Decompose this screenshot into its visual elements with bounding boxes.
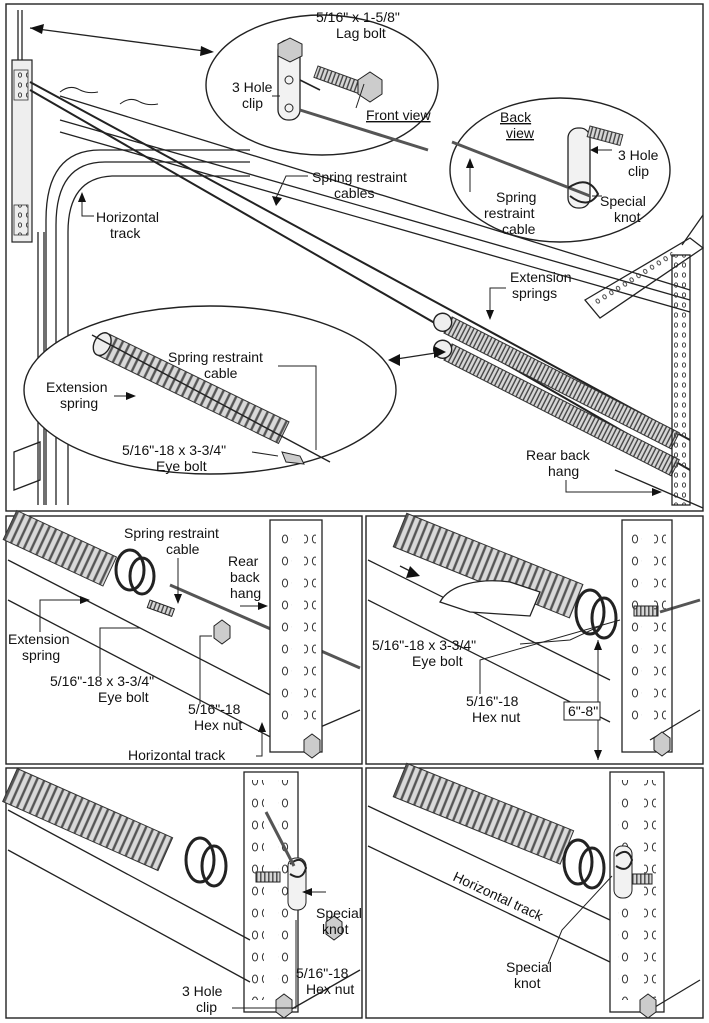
a-cable-label-1: Spring restraint [124, 525, 219, 541]
horizontal-track-label-2: track [110, 225, 141, 241]
inset-eye-bolt-label-2: Eye bolt [156, 458, 207, 474]
back-cable-label-2: restraint [484, 205, 535, 221]
front-clip-label-1: 3 Hole [232, 79, 273, 95]
back-view-inset: Back view 3 Hole clip Spring restraint c… [449, 97, 671, 243]
panel-c-frame [5, 767, 363, 1019]
b-eye-label-1: 5/16"-18 x 3-3/4" [372, 637, 476, 653]
back-cable-label-1: Spring [496, 189, 536, 205]
b-nut-label-2: Hex nut [472, 709, 520, 725]
a-nut-label-1: 5/16"-18 [188, 701, 241, 717]
front-clip-label-2: clip [242, 95, 263, 111]
inset-eye-bolt-label-1: 5/16"-18 x 3-3/4" [122, 442, 226, 458]
panel-d: Horizontal track Special knot [365, 762, 704, 1019]
b-eye-label-2: Eye bolt [412, 653, 463, 669]
c-nut-label-2: Hex nut [306, 981, 354, 997]
d-knot-label-2: knot [514, 975, 541, 991]
back-view-label-1: Back [500, 109, 532, 125]
c-clip-label-2: clip [196, 999, 217, 1015]
back-clip-label-2: clip [628, 163, 649, 179]
pointer-arrow-top [29, 24, 214, 56]
back-cable-label-3: cable [502, 221, 536, 237]
b-dimension-label: 6"-8" [568, 703, 598, 719]
back-view-label-2: view [506, 125, 535, 141]
c-knot-label-2: knot [322, 921, 349, 937]
rear-angle-d [609, 771, 665, 1013]
extension-springs [432, 312, 680, 477]
panel-a-frame [5, 515, 363, 765]
top-panel: 5/16" x 1-5/8" Lag bolt 3 Hole clip Fron… [5, 3, 705, 512]
a-nut-label-2: Hex nut [194, 717, 242, 733]
special-knot-d [615, 850, 634, 870]
inset-spring-label-2: spring [60, 395, 98, 411]
d-track-label: Horizontal track [451, 868, 547, 924]
three-hole-clip-d [613, 845, 633, 899]
d-knot-label-1: Special [506, 959, 552, 975]
a-eye-label-1: 5/16"-18 x 3-3/4" [50, 673, 154, 689]
top-panel-frame [5, 3, 704, 512]
pointer-arrow-inset [388, 346, 446, 366]
c-clip-label-1: 3 Hole [182, 983, 223, 999]
horizontal-track [45, 95, 691, 505]
rear-hang-label-1: Rear back [526, 447, 591, 463]
lag-bolt-head [277, 37, 303, 63]
rear-angle-b [621, 519, 673, 753]
rear-back-hang [584, 214, 705, 509]
a-spring-label-2: spring [22, 647, 60, 663]
eye-bolt-a [146, 599, 176, 618]
panel-c: Special knot 5/16"-18 Hex nut 3 Hole cli… [2, 767, 363, 1019]
a-rear-label-1: Rear [228, 553, 259, 569]
hand-icon-b [439, 580, 541, 617]
restraint-cables [29, 81, 691, 471]
hand-icon [59, 86, 159, 106]
back-knot-label-1: Special [600, 193, 646, 209]
a-rear-label-2: back [230, 569, 261, 585]
lag-bolt-label-1: 5/16" x 1-5/8" [316, 9, 400, 25]
hex-nut-c [325, 915, 343, 941]
back-knot-label-2: knot [614, 209, 641, 225]
front-view-inset: 5/16" x 1-5/8" Lag bolt 3 Hole clip Fron… [205, 9, 439, 156]
panel-b-frame [365, 515, 704, 765]
door-jamb [11, 10, 45, 505]
cables-label-2: cables [334, 185, 374, 201]
cables-label-1: Spring restraint [312, 169, 407, 185]
panel-b: 5/16"-18 x 3-3/4" Eye bolt 5/16"-18 Hex … [365, 512, 704, 765]
special-knot-back [567, 181, 600, 204]
a-track-label: Horizontal track [128, 747, 226, 763]
panel-d-frame [365, 767, 704, 1019]
back-clip-label-1: 3 Hole [618, 147, 659, 163]
hex-nut-a [213, 619, 231, 645]
three-hole-clip-c [287, 857, 307, 911]
lag-bolt [313, 65, 383, 103]
extension-springs-label-2: springs [512, 285, 557, 301]
eye-bolt-inset [281, 451, 305, 465]
lag-bolt-label-2: Lag bolt [336, 25, 386, 41]
a-rear-label-3: hang [230, 585, 261, 601]
rear-hang-label-2: hang [548, 463, 579, 479]
special-knot-c [289, 858, 308, 878]
dimension-6-8: 6"-8" [563, 640, 602, 760]
horizontal-track-label-1: Horizontal [96, 209, 159, 225]
inset-cable-label-2: cable [204, 365, 238, 381]
extension-springs-label-1: Extension [510, 269, 571, 285]
b-nut-label-1: 5/16"-18 [466, 693, 519, 709]
a-spring-label-1: Extension [8, 631, 69, 647]
inset-spring-label-1: Extension [46, 379, 107, 395]
c-knot-label-1: Special [316, 905, 362, 921]
extension-spring-inset: Spring restraint cable Extension spring … [23, 305, 397, 475]
front-view-label: Front view [366, 107, 431, 123]
c-nut-label-1: 5/16"-18 [296, 965, 349, 981]
panel-a: Spring restraint cable Rear back hang Ex… [2, 509, 363, 765]
a-cable-label-2: cable [166, 541, 200, 557]
a-eye-label-2: Eye bolt [98, 689, 149, 705]
inset-cable-label-1: Spring restraint [168, 349, 263, 365]
